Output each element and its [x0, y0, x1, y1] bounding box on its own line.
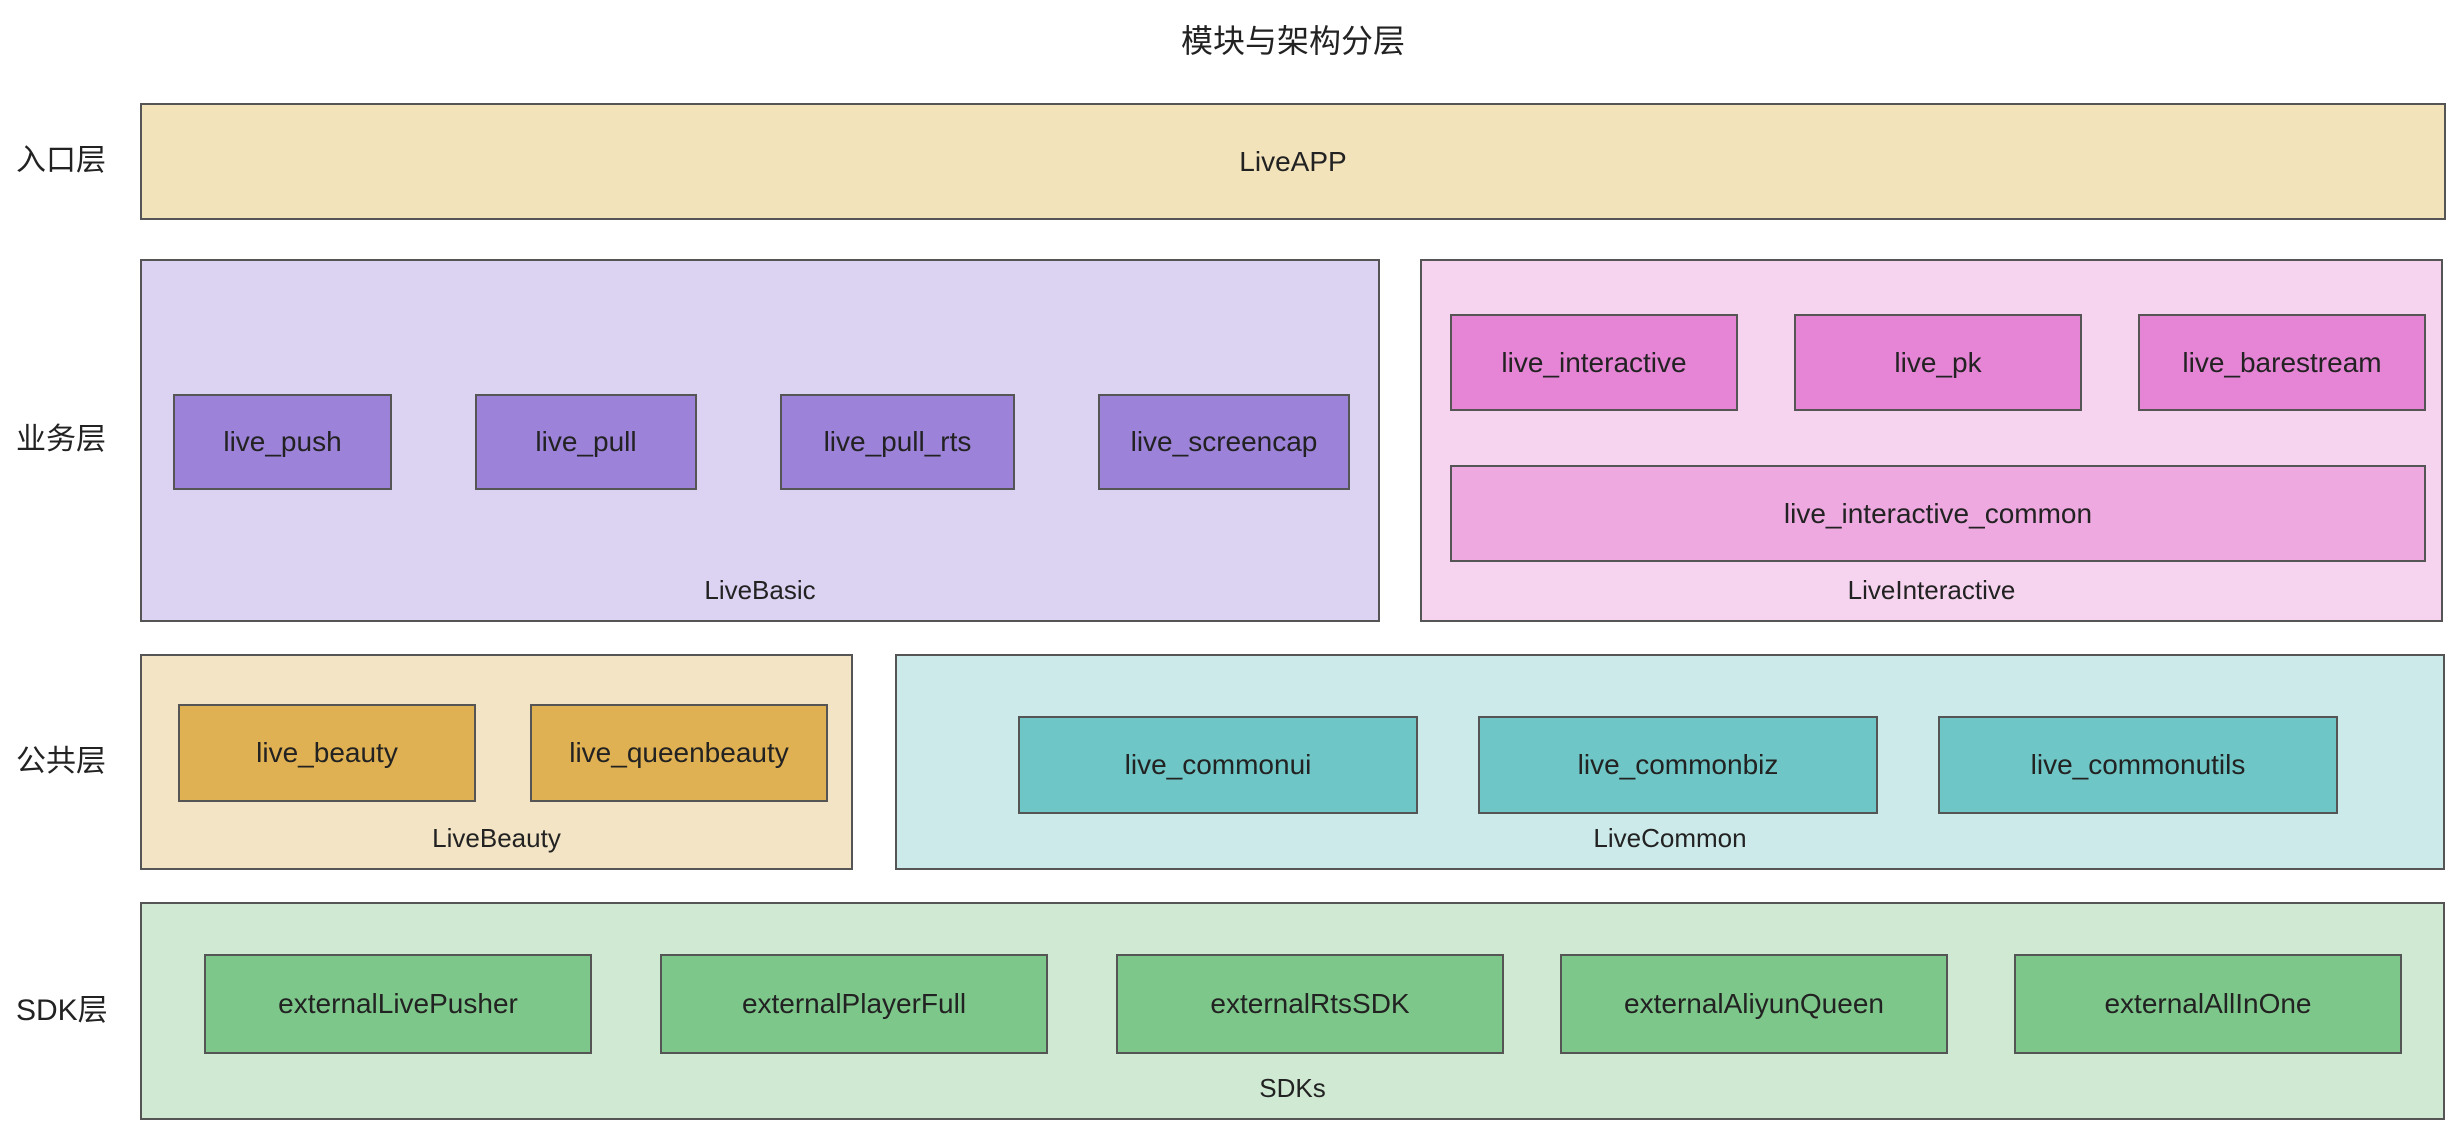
module-live-interactive: live_interactive: [1450, 314, 1738, 411]
module-external-allinone-label: externalAllInOne: [2104, 988, 2312, 1019]
diagram-title: 模块与架构分层: [1180, 23, 1405, 59]
module-live-commonbiz: live_commonbiz: [1478, 716, 1878, 814]
module-live-push: live_push: [173, 394, 392, 490]
node-liveapp-label: LiveAPP: [1239, 145, 1347, 177]
module-live-beauty-label: live_beauty: [256, 737, 398, 768]
module-external-aliyunqueen: externalAliyunQueen: [1560, 954, 1948, 1054]
row-label-sdk: SDK层: [16, 994, 108, 1027]
module-external-playerfull: externalPlayerFull: [660, 954, 1048, 1054]
row-label-common: 公共层: [16, 745, 106, 778]
module-external-livepusher: externalLivePusher: [204, 954, 592, 1054]
module-live-interactive-common: live_interactive_common: [1450, 465, 2426, 562]
module-live-pull: live_pull: [475, 394, 697, 490]
container-livebasic: live_push live_pull live_pull_rts live_s…: [140, 259, 1380, 622]
node-liveapp: LiveAPP: [140, 103, 2446, 220]
container-livebasic-label: LiveBasic: [704, 575, 816, 605]
container-livebeauty-label: LiveBeauty: [432, 823, 561, 853]
module-live-barestream: live_barestream: [2138, 314, 2426, 411]
module-external-livepusher-label: externalLivePusher: [278, 988, 518, 1019]
container-sdks: externalLivePusher externalPlayerFull ex…: [140, 902, 2445, 1120]
module-live-screencap: live_screencap: [1098, 394, 1350, 490]
row-label-business: 业务层: [16, 423, 106, 456]
module-external-rtssdk: externalRtsSDK: [1116, 954, 1504, 1054]
module-live-commonui: live_commonui: [1018, 716, 1418, 814]
module-live-pk: live_pk: [1794, 314, 2082, 411]
module-live-commonui-label: live_commonui: [1124, 749, 1312, 780]
module-live-queenbeauty: live_queenbeauty: [530, 704, 828, 802]
container-sdks-label: SDKs: [1259, 1073, 1326, 1103]
module-live-interactive-common-label: live_interactive_common: [1783, 497, 2093, 529]
module-live-pull-label: live_pull: [535, 426, 637, 457]
container-livecommon: live_commonui live_commonbiz live_common…: [895, 654, 2445, 870]
module-live-commonutils: live_commonutils: [1938, 716, 2338, 814]
container-livecommon-label: LiveCommon: [1593, 823, 1747, 853]
container-livebeauty: live_beauty live_queenbeauty LiveBeauty: [140, 654, 853, 870]
module-live-queenbeauty-label: live_queenbeauty: [569, 737, 789, 768]
module-live-pk-label: live_pk: [1894, 346, 1982, 378]
module-external-allinone: externalAllInOne: [2014, 954, 2402, 1054]
module-live-interactive-label: live_interactive: [1501, 346, 1687, 378]
module-live-screencap-label: live_screencap: [1130, 426, 1318, 457]
container-liveinteractive-label: LiveInteractive: [1847, 575, 2016, 605]
module-live-pull-rts: live_pull_rts: [780, 394, 1015, 490]
module-external-aliyunqueen-label: externalAliyunQueen: [1624, 988, 1884, 1019]
container-liveinteractive: live_interactive live_pk live_barestream…: [1420, 259, 2443, 622]
module-live-commonutils-label: live_commonutils: [2030, 749, 2246, 780]
module-live-commonbiz-label: live_commonbiz: [1577, 749, 1779, 780]
module-external-playerfull-label: externalPlayerFull: [741, 988, 967, 1019]
module-live-push-label: live_push: [223, 426, 342, 457]
module-live-beauty: live_beauty: [178, 704, 476, 802]
module-external-rtssdk-label: externalRtsSDK: [1210, 988, 1410, 1019]
module-live-pull-rts-label: live_pull_rts: [823, 426, 972, 457]
row-label-entry: 入口层: [16, 144, 106, 177]
module-live-barestream-label: live_barestream: [2182, 346, 2382, 378]
